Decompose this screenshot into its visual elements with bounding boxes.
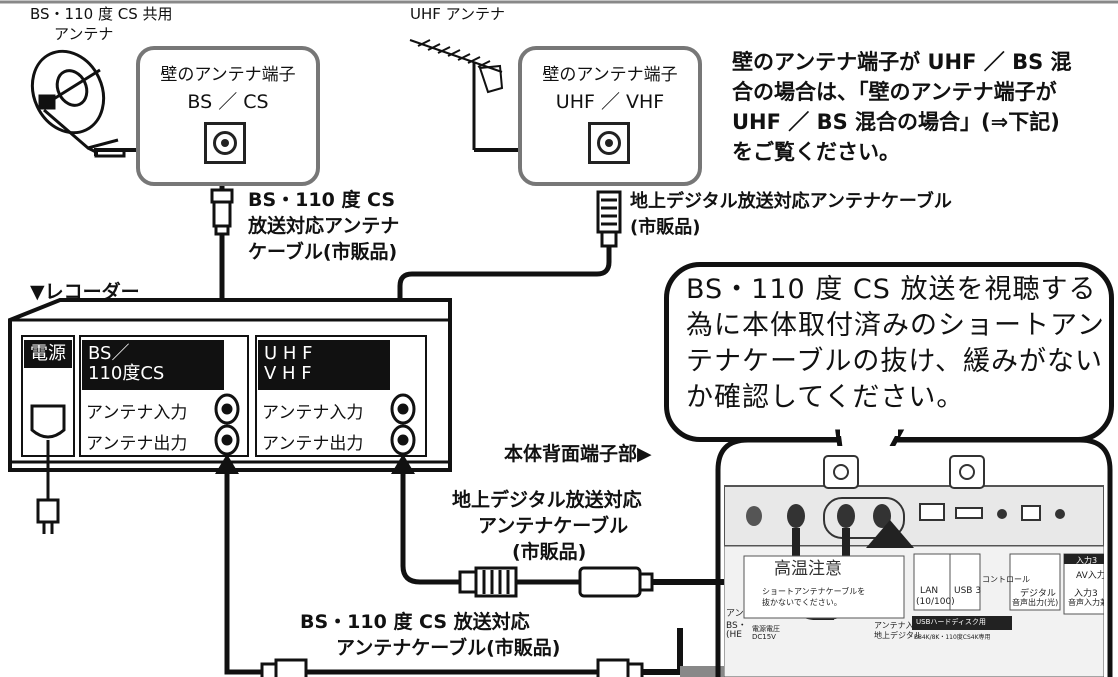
recorder-label: ▼レコーダー — [30, 281, 140, 303]
bs-input-header: BS／ 110度CS — [82, 340, 224, 390]
bs-cable-bottom-icon — [260, 658, 644, 677]
panel-frag-3: (HE — [726, 630, 742, 640]
note-line-4: をご覧ください。 — [732, 140, 900, 164]
wall-terminal-bs: 壁のアンテナ端子 BS ／ CS — [136, 46, 320, 186]
bs-antenna-out-label: アンテナ出力 — [86, 434, 188, 454]
bs-input-header-1: BS／ — [88, 343, 130, 364]
rear-panel-label: 本体背面端子部▶ — [504, 443, 652, 465]
panel-digital: デジタル — [1020, 589, 1056, 599]
bs-cable-label-1: BS・110 度 CS — [248, 189, 396, 211]
satellite-dish-icon — [30, 49, 126, 158]
panel-input3: 入力3 — [1074, 589, 1098, 599]
panel-short-cable: ショートアンテナケーブルを — [762, 587, 866, 596]
panel-usb: USB 3 — [954, 586, 982, 596]
gray-up-arrow-icon — [866, 520, 914, 548]
uhf-cable-label-1: 地上デジタル放送対応アンテナケーブル — [630, 191, 952, 212]
uhf-antenna-out-label: アンテナ出力 — [262, 434, 364, 454]
wall-terminal-bs-sub: BS ／ CS — [187, 91, 269, 113]
panel-usb-hdd: USBハードディスク用 — [916, 618, 986, 626]
note-line-1: 壁のアンテナ端子が UHF ／ BS 混 — [732, 50, 1072, 74]
uhf-antenna-in-label: アンテナ入力 — [262, 403, 364, 423]
bs-cable-label-3: ケーブル(市販品) — [248, 241, 398, 263]
note-line-3-c: ) — [1050, 110, 1060, 134]
panel-high-temp: 高温注意 — [774, 559, 842, 579]
panel-control: コントロール — [982, 575, 1030, 584]
bubble-line-2: 為に本体取付済みのショートアン — [686, 310, 1105, 341]
wall-terminal-bs-title: 壁のアンテナ端子 — [160, 65, 296, 85]
bs-input-header-2: 110度CS — [88, 362, 165, 384]
bs-antenna-label: BS・110 度 CS 共用 — [30, 5, 173, 23]
uhf-input-header-2: V H F — [264, 362, 312, 384]
uhf-wall-port-icon — [588, 122, 630, 164]
bs-bottom-label-2: アンテナケーブル(市販品) — [336, 637, 561, 659]
bs-antenna-label-2: アンテナ — [54, 25, 114, 43]
uhf-input-header: U H F V H F — [258, 340, 390, 390]
wall-terminal-uhf-sub: UHF ／ VHF — [555, 91, 665, 113]
bubble-line-3: テナケーブルの抜け、緩みがない — [686, 346, 1104, 377]
note-line-3: UHF ／ BS 混合の場合」(⇒下記) — [732, 110, 1060, 134]
bs-cable-label-2: 放送対応アンテナ — [248, 215, 400, 237]
uhf-bottom-label-1: 地上デジタル放送対応 — [452, 489, 642, 511]
panel-short-cable-2: 抜かないでください。 — [762, 598, 842, 607]
note-link-below[interactable]: 下記 — [1008, 110, 1051, 134]
uhf-cable-bottom-icon — [458, 566, 654, 598]
panel-lan-sub: (10/100) — [916, 597, 955, 607]
panel-power-spec-2: DC15V — [752, 633, 776, 641]
power-label: 電源 — [24, 340, 72, 368]
bubble-line-4: か確認してください。 — [686, 382, 965, 413]
panel-frag-2: BS・ — [726, 621, 747, 631]
bs-wall-port-icon — [204, 122, 246, 164]
uhf-cable-label-2: (市販品) — [630, 217, 701, 238]
rear-panel-drawing — [724, 446, 1104, 677]
bs-antenna-in-label: アンテナ入力 — [86, 403, 188, 423]
note-line-3-a: UHF ／ BS 混合の場合」(⇒ — [732, 110, 1009, 134]
panel-input3-title: 入力3 — [1076, 556, 1098, 565]
uhf-antenna-label: UHF アンテナ — [410, 5, 506, 23]
panel-usb-hdd-2: BS4K/8K・110度CS4K専用 — [914, 634, 991, 641]
panel-lan: LAN — [920, 586, 939, 596]
rear-panel-photo: 高温注意 LAN (10/100) USB 3 コントロール デジタル 音声出力… — [724, 446, 1104, 677]
recorder-ports — [214, 393, 416, 456]
bubble-line-1: BS・110 度 CS 放送を視聴する — [686, 274, 1097, 305]
wall-terminal-uhf: 壁のアンテナ端子 UHF ／ VHF — [518, 46, 702, 186]
panel-terrestrial: 地上デジタル — [874, 631, 922, 640]
wall-terminal-uhf-title: 壁のアンテナ端子 — [542, 65, 678, 85]
panel-av-input: AV入力 — [1076, 571, 1104, 581]
uhf-connector-top-icon — [596, 190, 622, 248]
panel-digital-sub: 音声出力(光) — [1012, 598, 1059, 607]
panel-power-spec: 電源電圧 — [752, 625, 780, 633]
uhf-antenna-icon — [409, 39, 504, 150]
bs-bottom-label-1: BS・110 度 CS 放送対応 — [300, 611, 530, 633]
uhf-bottom-label-3: (市販品) — [512, 541, 587, 563]
warning-bubble — [664, 262, 1114, 442]
note-line-2: 合の場合は、「壁のアンテナ端子が — [732, 80, 1057, 104]
uhf-input-header-1: U H F — [264, 343, 313, 364]
uhf-bottom-label-2: アンテナケーブル — [478, 515, 629, 537]
panel-antenna-in: アンテナ入力 — [874, 621, 922, 630]
panel-input3-sub: 音声入力兼用 — [1068, 598, 1104, 607]
panel-frag-1: アン — [726, 609, 744, 619]
